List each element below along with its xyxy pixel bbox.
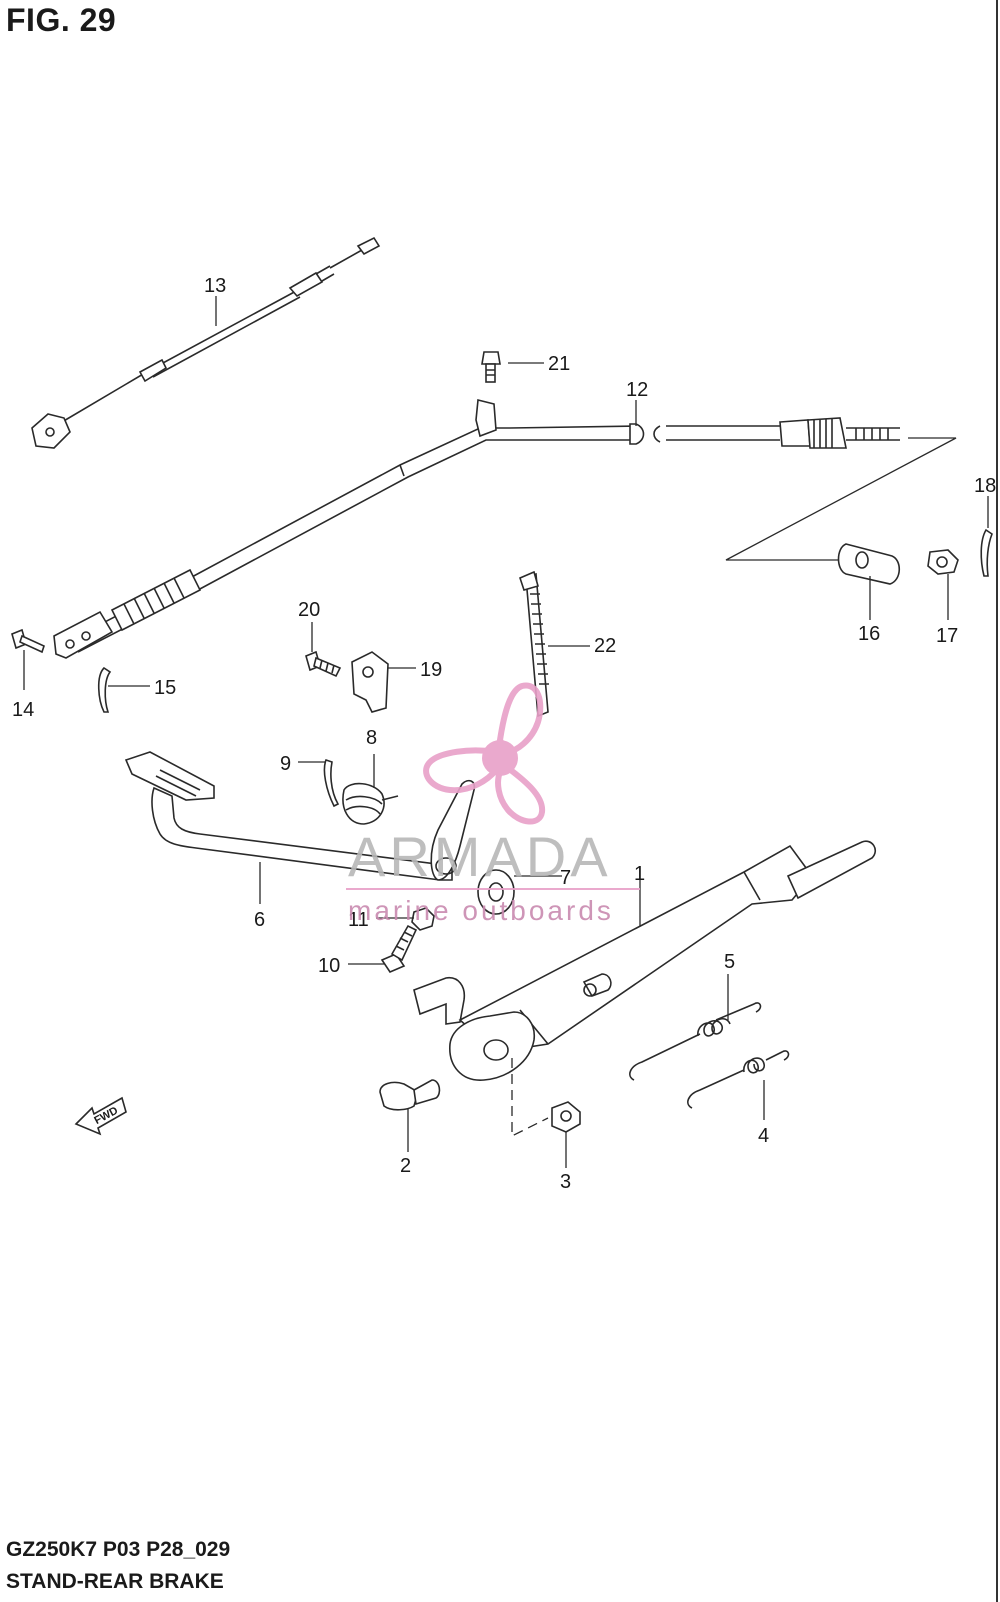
callout-5[interactable]: 5 [724, 951, 735, 973]
part-5-spring[interactable] [629, 1002, 762, 1081]
part-20-bolt[interactable] [305, 650, 342, 678]
callout-15[interactable]: 15 [154, 677, 176, 699]
callout-20[interactable]: 20 [298, 599, 320, 621]
part-22-band[interactable] [519, 570, 549, 718]
callout-9[interactable]: 9 [280, 753, 291, 775]
callout-3[interactable]: 3 [560, 1171, 571, 1193]
callout-21[interactable]: 21 [548, 353, 570, 375]
part-12-rod[interactable] [53, 398, 900, 659]
part-19-bracket[interactable] [351, 651, 389, 713]
callout-14[interactable]: 14 [12, 699, 34, 721]
diagram-code: GZ250K7 P03 P28_029 [6, 1538, 231, 1561]
part-17-nut[interactable] [927, 549, 959, 575]
callout-18[interactable]: 18 [974, 475, 996, 497]
leader-lines [23, 296, 989, 1168]
callout-8[interactable]: 8 [366, 727, 377, 749]
callout-4[interactable]: 4 [758, 1125, 769, 1147]
part-1-side-stand[interactable] [413, 840, 877, 1081]
callout-16[interactable]: 16 [858, 623, 880, 645]
watermark: ARMADA marine outboards [346, 682, 640, 926]
part-4-spring[interactable] [687, 1050, 790, 1109]
propeller-logo-icon [423, 682, 546, 825]
part-2-pivot-bolt[interactable] [379, 1079, 441, 1111]
callout-2[interactable]: 2 [400, 1155, 411, 1177]
callout-7[interactable]: 7 [560, 867, 571, 889]
watermark-brand: ARMADA [348, 825, 612, 888]
part-8-spring[interactable] [342, 782, 399, 825]
part-16-pin[interactable] [837, 543, 901, 585]
figure-title: FIG. 29 [6, 2, 117, 38]
part-11-nut[interactable] [411, 907, 435, 931]
callout-12[interactable]: 12 [626, 379, 648, 401]
callout-19[interactable]: 19 [420, 659, 442, 681]
part-7-washer[interactable] [477, 869, 515, 915]
part-14-bolt[interactable] [11, 628, 45, 654]
part-6-brake-pedal[interactable] [124, 751, 476, 881]
callout-22[interactable]: 22 [594, 635, 616, 657]
part-21-bolt[interactable] [481, 351, 501, 383]
part-15-cotter-pin[interactable] [97, 666, 112, 713]
part-10-bolt[interactable] [380, 924, 418, 973]
callout-17[interactable]: 17 [936, 625, 958, 647]
callout-1[interactable]: 1 [634, 863, 645, 885]
part-9-cotter-pin[interactable] [323, 759, 340, 808]
part-18-cotter-pin[interactable] [980, 528, 993, 577]
callout-11[interactable]: 11 [348, 909, 369, 931]
watermark-tagline: marine outboards [348, 895, 614, 926]
callout-13[interactable]: 13 [204, 275, 226, 297]
section-name: STAND-REAR BRAKE [6, 1570, 224, 1593]
callout-numbers: 1 2 3 4 5 6 7 8 9 10 11 12 13 14 15 16 1… [12, 275, 996, 1193]
page-border [996, 0, 998, 1602]
callout-10[interactable]: 10 [318, 955, 340, 977]
part-13-cable[interactable] [31, 236, 381, 449]
fwd-arrow-icon: FWD [74, 1096, 127, 1136]
callout-6[interactable]: 6 [254, 909, 265, 931]
assembly-bracket-line [725, 437, 957, 561]
part-3-nut[interactable] [551, 1101, 581, 1133]
